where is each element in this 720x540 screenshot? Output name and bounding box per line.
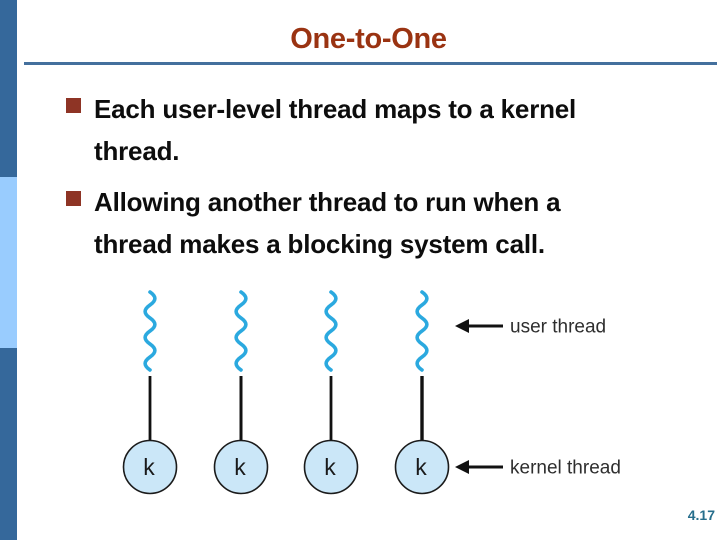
thread-column: k bbox=[213, 290, 269, 495]
thread-column: k bbox=[122, 290, 178, 495]
kernel-thread-node bbox=[213, 439, 269, 495]
bullet-square-icon bbox=[66, 191, 81, 206]
thread-diagram: k k k k bbox=[110, 255, 650, 500]
kernel-thread-callout: kernel thread bbox=[455, 458, 621, 479]
left-arrowhead-icon bbox=[455, 460, 469, 474]
kernel-thread-node bbox=[394, 439, 450, 495]
user-thread-squiggle-icon bbox=[324, 290, 338, 372]
sidebar-segment-middle bbox=[0, 177, 17, 348]
kernel-node-label: k bbox=[324, 454, 336, 480]
user-thread-callout: user thread bbox=[455, 317, 606, 338]
user-thread-squiggle-icon bbox=[415, 290, 429, 372]
thread-column: k bbox=[303, 290, 359, 495]
kernel-node-label: k bbox=[143, 454, 155, 480]
title-rule bbox=[24, 62, 717, 65]
sidebar-segment-top bbox=[0, 0, 17, 177]
kernel-thread-node bbox=[303, 439, 359, 495]
page-title: One-to-One bbox=[290, 23, 447, 55]
thread-column: k bbox=[394, 290, 450, 495]
kernel-node-label: k bbox=[234, 454, 246, 480]
page-number: 4.17 bbox=[687, 507, 715, 523]
kernel-node-label: k bbox=[415, 454, 427, 480]
kernel-thread-label: kernel thread bbox=[510, 458, 621, 479]
bullet-text: Allowing another thread to run when a th… bbox=[94, 187, 561, 259]
user-thread-squiggle-icon bbox=[143, 290, 157, 372]
sidebar-segment-bottom bbox=[0, 348, 17, 540]
bullet-square-icon bbox=[66, 98, 81, 113]
bullet-list: Each user-level thread maps to a kernel … bbox=[66, 88, 641, 274]
left-arrowhead-icon bbox=[455, 319, 469, 333]
sidebar-decoration bbox=[0, 0, 17, 540]
user-thread-label: user thread bbox=[510, 317, 606, 338]
list-item: Each user-level thread maps to a kernel … bbox=[66, 88, 641, 172]
list-item: Allowing another thread to run when a th… bbox=[66, 181, 641, 265]
kernel-thread-node bbox=[122, 439, 178, 495]
user-thread-squiggle-icon bbox=[234, 290, 248, 372]
bullet-text: Each user-level thread maps to a kernel … bbox=[94, 94, 577, 166]
